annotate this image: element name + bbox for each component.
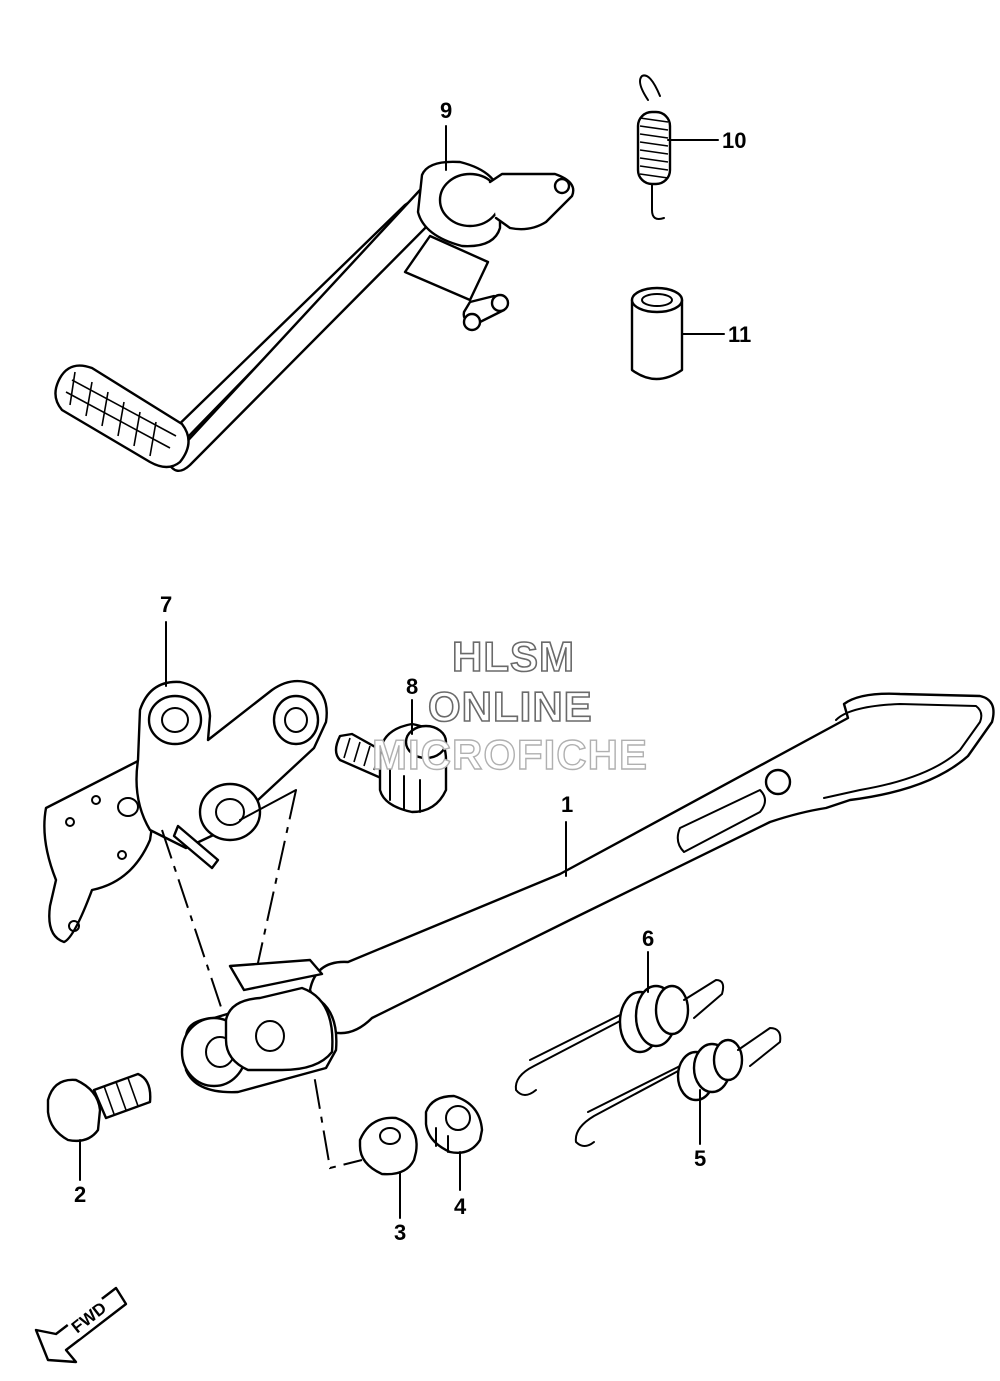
part-9-shift-lever [54, 160, 575, 472]
part-11-bushing [630, 286, 684, 381]
callout-1[interactable]: 1 [561, 792, 574, 817]
callout-2[interactable]: 2 [74, 1182, 87, 1207]
callout-6[interactable]: 6 [642, 926, 655, 951]
part-7-bracket [43, 679, 328, 944]
callout-8[interactable]: 8 [406, 674, 419, 699]
leader-lines [79, 125, 725, 1219]
watermark-line-2: ONLINE [427, 683, 593, 730]
part-3-washer [358, 1116, 418, 1176]
watermark-line-3: MICROFICHE [371, 731, 648, 778]
callout-10[interactable]: 10 [722, 128, 747, 153]
callout-5[interactable]: 5 [694, 1146, 707, 1171]
part-2-bolt [46, 1072, 152, 1143]
callout-7[interactable]: 7 [160, 592, 173, 617]
part-6-spring [514, 979, 725, 1096]
part-10-spring [636, 74, 672, 220]
part-8-bolt [334, 722, 448, 814]
watermark-line-1: HLSM [451, 633, 575, 680]
assembly-lines [161, 789, 363, 1170]
callout-3[interactable]: 3 [394, 1220, 407, 1245]
part-5-spring [574, 1027, 782, 1147]
part-4-nut [424, 1094, 484, 1154]
part-1-side-stand [180, 692, 995, 1094]
callout-11[interactable]: 11 [728, 322, 752, 347]
callout-9[interactable]: 9 [440, 98, 453, 123]
callout-4[interactable]: 4 [454, 1194, 467, 1219]
